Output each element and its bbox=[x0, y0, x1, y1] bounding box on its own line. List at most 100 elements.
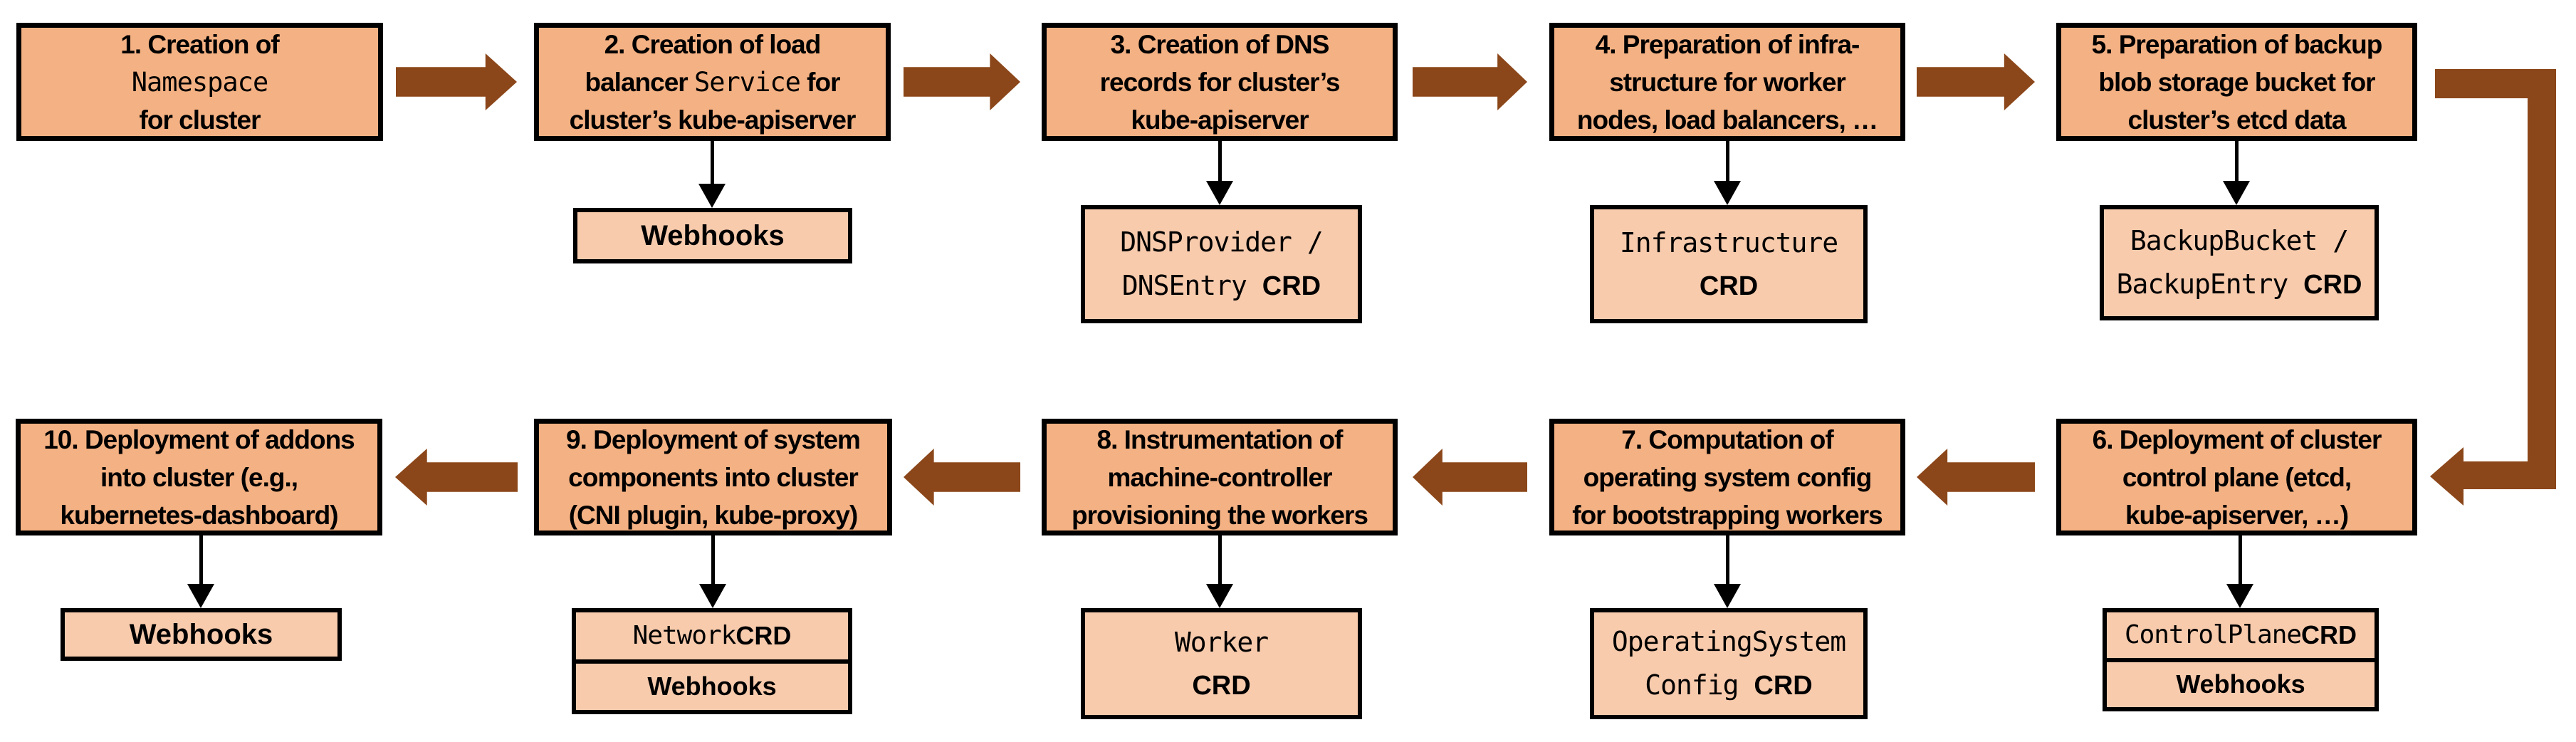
step-text-segment: into cluster (e.g., bbox=[100, 462, 298, 492]
attach-arrow-line-9 bbox=[711, 535, 715, 584]
attach-arrow-head-3 bbox=[1206, 181, 1233, 205]
attachment-text-segment: Webhooks bbox=[2176, 669, 2305, 699]
step-text: for cluster bbox=[140, 101, 261, 139]
step-text-segment: control plane (etcd, bbox=[2122, 462, 2352, 492]
step-text-segment-mono: Namespace bbox=[131, 66, 268, 98]
attach-arrow-line-8 bbox=[1218, 535, 1222, 584]
attachment-text-segment: Webhooks bbox=[641, 220, 785, 251]
step-text-segment: kube-apiserver, …) bbox=[2125, 500, 2349, 530]
attach-arrow-head-7 bbox=[1714, 584, 1741, 608]
step-text-segment: kubernetes-dashboard) bbox=[60, 500, 338, 530]
attachment-text-segment-mono: Worker bbox=[1174, 626, 1269, 658]
step-box-2: 2. Creation of load balancer Service for… bbox=[534, 23, 891, 141]
crd-box-controlplane: ControlPlane CRD bbox=[2107, 612, 2375, 658]
step-text: 1. Creation of bbox=[120, 26, 279, 63]
crd-label: CRD bbox=[2303, 270, 2362, 300]
attach-arrow-line-4 bbox=[1726, 141, 1729, 181]
attachment-text-segment-mono: ControlPlane bbox=[2124, 620, 2302, 650]
attachment-text: DNSEntry CRD bbox=[1122, 264, 1321, 308]
step-text-segment: 3. Creation of DNS bbox=[1110, 29, 1330, 59]
elbow-connector-shape bbox=[2430, 69, 2556, 506]
step-text-segment: kube-apiserver bbox=[1131, 105, 1309, 135]
crd-webhooks-stack-step-6: ControlPlane CRD Webhooks bbox=[2103, 608, 2379, 711]
webhooks-box-step-2: Webhooks bbox=[573, 208, 852, 263]
step-text-segment: cluster’s etcd data bbox=[2127, 105, 2347, 135]
step-text-segment: balancer bbox=[585, 67, 694, 97]
step-text-segment: records for cluster’s bbox=[1099, 67, 1341, 97]
attach-arrow-head-9 bbox=[699, 584, 726, 608]
step-text: 7. Computation of bbox=[1621, 421, 1833, 459]
step-text-segment: 8. Instrumentation of bbox=[1096, 424, 1344, 454]
step-text: balancer Service for bbox=[585, 63, 840, 101]
crd-label: CRD bbox=[2301, 620, 2357, 649]
attach-arrow-head-4 bbox=[1714, 181, 1741, 205]
step-text: Namespace bbox=[132, 63, 268, 101]
step-text: structure for worker bbox=[1609, 63, 1846, 101]
step-text: operating system config bbox=[1583, 459, 1873, 496]
step-text-segment: nodes, load balancers, … bbox=[1576, 105, 1878, 135]
step-text-segment-mono: Service bbox=[693, 66, 801, 98]
step-text-segment: machine-controller bbox=[1107, 462, 1332, 492]
step-text-segment: structure for worker bbox=[1609, 67, 1846, 97]
step-box-9: 9. Deployment of system components into … bbox=[534, 419, 892, 535]
crd-webhooks-stack-step-9: Network CRD Webhooks bbox=[572, 608, 852, 714]
step-box-1: 1. Creation of Namespace for cluster bbox=[16, 23, 383, 141]
crd-box-dns: DNSProvider / DNSEntry CRD bbox=[1081, 205, 1362, 323]
step-text: kube-apiserver, …) bbox=[2125, 496, 2349, 534]
step-text: (CNI plugin, kube-proxy) bbox=[568, 496, 859, 534]
crd-box-network: Network CRD bbox=[576, 612, 848, 659]
crd-label: CRD bbox=[1754, 671, 1813, 701]
attachment-text: Webhooks bbox=[130, 620, 273, 649]
step-text-segment: 5. Preparation of backup bbox=[2091, 29, 2383, 59]
attachment-text: OperatingSystem bbox=[1612, 620, 1846, 664]
attach-arrow-head-10 bbox=[187, 584, 214, 608]
attach-arrow-line-6 bbox=[2239, 535, 2242, 584]
step-text-segment: blob storage bucket for bbox=[2098, 67, 2375, 97]
step-text: provisioning the workers bbox=[1072, 496, 1368, 534]
step-box-4: 4. Preparation of infra- structure for w… bbox=[1549, 23, 1905, 141]
attach-arrow-line-7 bbox=[1726, 535, 1729, 584]
step-text-segment: 7. Computation of bbox=[1621, 424, 1833, 454]
step-text: 6. Deployment of cluster bbox=[2093, 421, 2382, 459]
attachment-text: CRD bbox=[1192, 664, 1250, 707]
step-box-10: 10. Deployment of addons into cluster (e… bbox=[16, 419, 382, 535]
step-text: control plane (etcd, bbox=[2122, 459, 2352, 496]
step-text: cluster’s kube-apiserver bbox=[570, 101, 857, 139]
step-text: 2. Creation of load bbox=[604, 26, 822, 63]
attach-arrow-head-6 bbox=[2226, 584, 2253, 608]
step-text: records for cluster’s bbox=[1099, 63, 1341, 101]
crd-box-backup: BackupBucket / BackupEntry CRD bbox=[2100, 205, 2379, 320]
step-text: 9. Deployment of system bbox=[566, 421, 861, 459]
attach-arrow-line-10 bbox=[199, 535, 203, 584]
attach-arrow-head-5 bbox=[2223, 181, 2250, 205]
step-box-7: 7. Computation of operating system confi… bbox=[1549, 419, 1905, 535]
attachment-text: Infrastructure bbox=[1620, 221, 1838, 265]
attachment-text-segment-mono: Infrastructure bbox=[1619, 226, 1838, 258]
crd-box-infrastructure: Infrastructure CRD bbox=[1590, 205, 1868, 323]
crd-label: CRD bbox=[1192, 670, 1251, 701]
step-box-5: 5. Preparation of backup blob storage bu… bbox=[2056, 23, 2417, 141]
crd-box-worker: Worker CRD bbox=[1081, 608, 1362, 719]
step-text-segment: 1. Creation of bbox=[120, 29, 279, 59]
step-text-segment: 4. Preparation of infra- bbox=[1595, 29, 1860, 59]
step-text: 8. Instrumentation of bbox=[1096, 421, 1344, 459]
step-text-segment: for bootstrapping workers bbox=[1572, 500, 1883, 530]
step-text-segment: 2. Creation of load bbox=[604, 29, 822, 59]
step-text: cluster’s etcd data bbox=[2127, 101, 2347, 139]
step-text-segment: operating system config bbox=[1583, 462, 1873, 492]
step-text: blob storage bucket for bbox=[2098, 63, 2375, 101]
step-text: nodes, load balancers, … bbox=[1577, 101, 1878, 139]
step-text-segment: (CNI plugin, kube-proxy) bbox=[568, 500, 859, 530]
step-text: for bootstrapping workers bbox=[1572, 496, 1883, 534]
step-text: 3. Creation of DNS bbox=[1110, 26, 1330, 63]
step-text: kube-apiserver bbox=[1131, 101, 1309, 139]
crd-box-operatingsystemconfig: OperatingSystem Config CRD bbox=[1590, 608, 1868, 719]
webhooks-box-step-9: Webhooks bbox=[576, 659, 848, 711]
step-box-8: 8. Instrumentation of machine-controller… bbox=[1042, 419, 1398, 535]
step-text: components into cluster bbox=[568, 459, 859, 496]
step-text: 4. Preparation of infra- bbox=[1596, 26, 1860, 63]
step-text: machine-controller bbox=[1107, 459, 1332, 496]
step-text-segment: 10. Deployment of addons bbox=[43, 424, 355, 454]
step-text: into cluster (e.g., bbox=[100, 459, 298, 496]
